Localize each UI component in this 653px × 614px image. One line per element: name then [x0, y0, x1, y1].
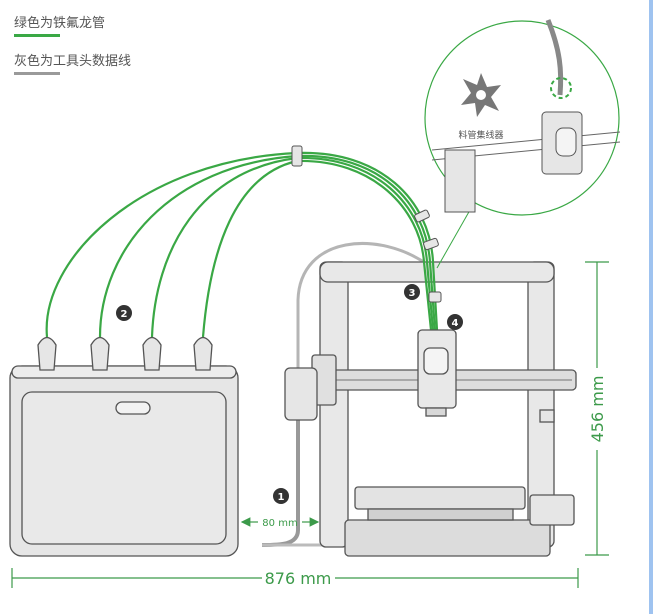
printer-base	[344, 519, 551, 557]
toolhead-data-cable	[296, 241, 429, 370]
dimension-lines	[11, 261, 609, 588]
tube-clip	[414, 209, 430, 223]
feeder-port	[142, 336, 162, 371]
gap-dimension: 80 mm	[262, 518, 297, 529]
badge-number: 3	[409, 288, 416, 299]
legend-swatch-gray	[14, 72, 60, 75]
feeder-port	[193, 336, 213, 371]
tube-hub	[428, 291, 442, 303]
tube-clip	[291, 145, 303, 167]
toolhead	[417, 329, 457, 417]
window-edge	[649, 0, 653, 614]
legend-ptfe-tube: 绿色为铁氟龙管	[14, 12, 105, 37]
width-dimension: 876 mm	[265, 569, 332, 588]
inset-label: 料管集线器	[458, 129, 503, 141]
feeder-port	[90, 336, 110, 371]
badge-number: 4	[452, 318, 459, 329]
inset-magnifier: 料管集线器	[424, 19, 621, 269]
ams-logo	[115, 401, 151, 415]
badge-number: 1	[278, 492, 285, 503]
tube-clip	[423, 237, 439, 251]
feeder-port	[37, 336, 57, 371]
height-dimension: 456 mm	[588, 376, 607, 443]
cable-box	[284, 367, 318, 421]
print-bed	[354, 486, 526, 510]
hub-star-icon	[461, 73, 501, 117]
legend-label: 绿色为铁氟龙管	[14, 16, 106, 31]
ams-front-panel	[21, 391, 227, 545]
legend-data-cable: 灰色为工具头数据线	[14, 50, 131, 75]
legend-label: 灰色为工具头数据线	[14, 54, 132, 69]
hub-highlight	[550, 77, 572, 99]
step-badges: 1 2 3 4	[116, 284, 463, 504]
printer-top-bar	[319, 261, 555, 283]
badge-number: 2	[121, 309, 128, 320]
legend-swatch-green	[14, 34, 60, 37]
ams-unit	[9, 336, 239, 557]
spool-holder	[529, 494, 575, 526]
